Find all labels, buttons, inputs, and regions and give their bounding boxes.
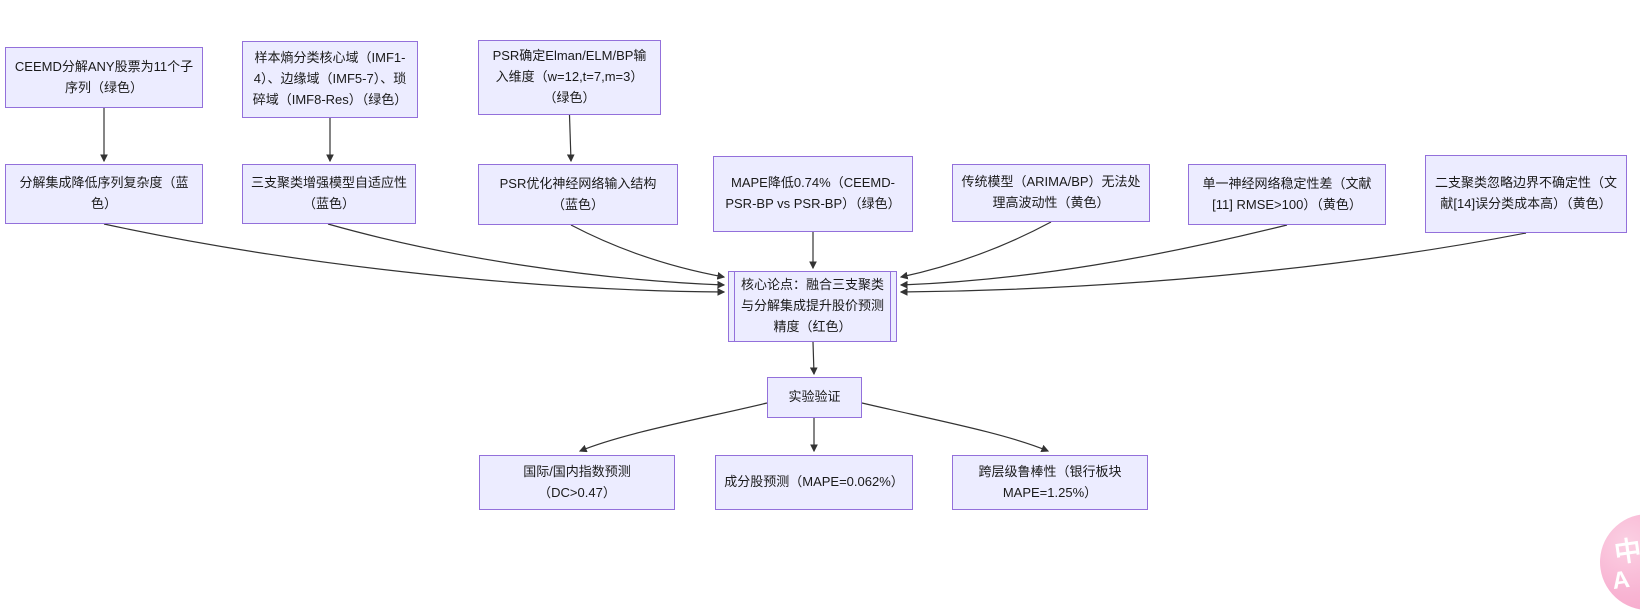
node-mape-reduction: MAPE降低0.74%（CEEMD-PSR-BP vs PSR-BP）（绿色） — [713, 156, 913, 232]
node-cross-level-robustness: 跨层级鲁棒性（银行板块MAPE=1.25%） — [952, 455, 1148, 510]
node-traditional-models: 传统模型（ARIMA/BP）无法处理高波动性（黄色） — [952, 164, 1150, 222]
node-two-way-clustering: 二支聚类忽略边界不确定性（文献[14]误分类成本高）（黄色） — [1425, 155, 1627, 233]
flowchart-canvas: CEEMD分解ANY股票为11个子序列（绿色） 样本熵分类核心域（IMF1-4）… — [5, 40, 1640, 616]
translate-zh-glyph: 中 — [1612, 534, 1640, 568]
node-psr-input-dimension: PSR确定Elman/ELM/BP输入维度（w=12,t=7,m=3）（绿色） — [478, 40, 661, 115]
node-index-prediction: 国际/国内指数预测（DC>0.47） — [479, 455, 675, 510]
translate-en-glyph: A — [1610, 565, 1632, 595]
edge-singlenn-core — [899, 224, 1288, 289]
node-decompose-ensemble: 分解集成降低序列复杂度（蓝色） — [5, 164, 203, 224]
edge-traditional-core — [899, 221, 1052, 280]
edge-psropt-core — [570, 224, 726, 280]
node-experiment-validation: 实验验证 — [767, 377, 862, 418]
node-stock-prediction: 成分股预测（MAPE=0.062%） — [715, 455, 913, 510]
node-ceemd-decomposition: CEEMD分解ANY股票为11个子序列（绿色） — [5, 47, 203, 108]
edge-threeway-core — [327, 223, 726, 289]
node-sample-entropy: 样本熵分类核心域（IMF1-4）、边缘域（IMF5-7）、琐碎域（IMF8-Re… — [242, 41, 418, 118]
edge-decompose-core — [103, 223, 726, 296]
node-single-nn-instability: 单一神经网络稳定性差（文献[11] RMSE>100）（黄色） — [1188, 164, 1386, 225]
edge-twoway-core — [899, 232, 1527, 296]
edge-experiment-robust — [861, 402, 1050, 453]
node-core-thesis: 核心论点：融合三支聚类与分解集成提升股价预测精度（红色） — [728, 271, 897, 342]
node-psr-optimization: PSR优化神经网络输入结构（蓝色） — [478, 164, 678, 225]
edge-psrdim-psropt — [566, 114, 575, 163]
edge-experiment-index — [578, 402, 768, 453]
edge-core-experiment — [809, 341, 818, 376]
translate-fab-button[interactable]: 中 A — [1593, 507, 1640, 616]
node-three-way-clustering: 三支聚类增强模型自适应性（蓝色） — [242, 164, 416, 224]
